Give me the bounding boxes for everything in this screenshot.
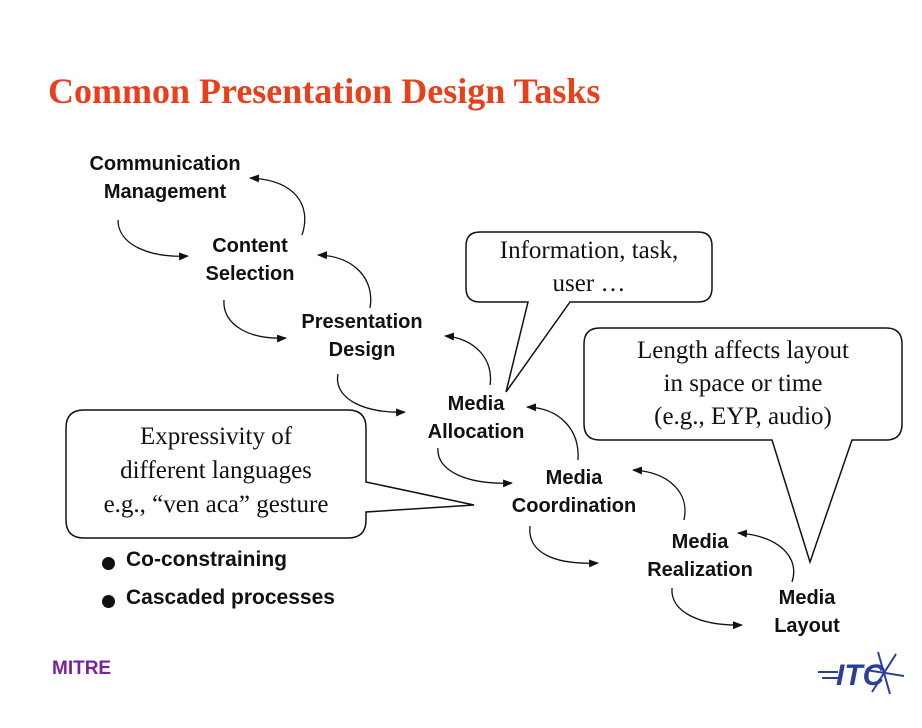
arrow-up-3 — [444, 332, 492, 386]
arrow-up-6 — [737, 529, 795, 583]
arrow-down-2 — [223, 299, 287, 343]
svg-text:ITC: ITC — [836, 659, 886, 692]
task-content-selection: Content Selection — [205, 235, 295, 285]
callout-expressivity-text: Expressivity of different languages e.g.… — [103, 423, 329, 518]
callout-info-text: Information, task, user … — [499, 237, 679, 297]
arrow-up-2 — [317, 251, 372, 309]
arrow-up-5 — [632, 466, 686, 521]
task-media-coordination: Media Coordination — [511, 467, 637, 517]
itc-star-logo-icon: ITC — [818, 651, 905, 695]
callout-bubble-expressivity — [65, 409, 475, 539]
callout-bubble-info — [465, 231, 713, 393]
bullet-dot-icon — [102, 557, 115, 570]
arrow-up-4 — [526, 403, 579, 461]
callout-length-text: Length affects layout in space or time (… — [637, 337, 849, 430]
task-media-allocation: Media Allocation — [427, 393, 525, 443]
task-communication-management: Communication Management — [89, 153, 241, 203]
task-media-layout: Media Layout — [774, 587, 840, 637]
bullet-text: Co-constraining — [126, 548, 287, 571]
bullet-text: Cascaded processes — [126, 586, 335, 609]
callout-bubble-length — [583, 327, 903, 565]
arrow-up-1 — [249, 174, 306, 236]
arrow-down-6 — [671, 587, 743, 630]
arrow-down-3 — [336, 373, 406, 417]
bullet-dot-icon — [102, 595, 115, 608]
slide-title: Common Presentation Design Tasks — [48, 71, 601, 111]
arrow-down-5 — [529, 525, 599, 568]
arrow-down-4 — [437, 447, 513, 488]
task-media-realization: Media Realization — [647, 531, 753, 581]
arrow-down-1 — [117, 219, 189, 261]
task-presentation-design: Presentation Design — [301, 311, 423, 361]
mitre-footer: MITRE — [52, 658, 112, 679]
